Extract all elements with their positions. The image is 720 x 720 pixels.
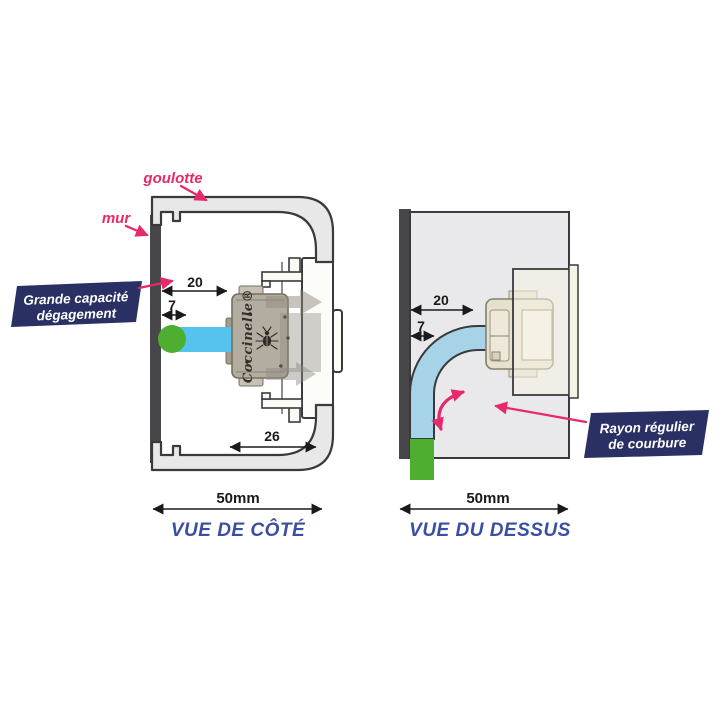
- radius-callout: Rayon régulier de courbure: [494, 401, 709, 458]
- dim-7-label-top: 7: [417, 318, 425, 334]
- mur-label: mur: [102, 210, 132, 227]
- curvature-double-arrow: [431, 389, 465, 431]
- mounting-bracket-top: [261, 257, 303, 288]
- cover-strip-top: [568, 264, 579, 399]
- dim-26-label: 26: [264, 428, 280, 444]
- dimension-7-side: 7: [161, 297, 187, 321]
- wall-strip: [150, 215, 161, 463]
- capacity-callout-box: [11, 281, 142, 327]
- radius-callout-line2: de courbure: [608, 435, 687, 452]
- cable-end-top: [410, 439, 434, 480]
- dimension-20-top: 20: [410, 292, 474, 316]
- dim-20-label-top: 20: [433, 292, 449, 308]
- dim-20-label: 20: [187, 274, 203, 290]
- top-view: 20 7 50mm Rayon régulier de courbure VUE…: [399, 209, 709, 541]
- dim-50mm-label-top: 50mm: [466, 490, 509, 507]
- goulotte-bottom-arm: [150, 403, 335, 472]
- ladybug-icon: [245, 312, 290, 368]
- mur-pointer-arrow: [124, 224, 149, 237]
- dimension-50mm-top: 50mm: [399, 490, 569, 515]
- dim-7-label: 7: [168, 297, 176, 313]
- dimension-20-side: 20: [161, 274, 228, 297]
- side-view: Coccinelle® 20: [11, 170, 343, 541]
- dimension-26-side: 26: [229, 428, 317, 453]
- dim-50mm-label: 50mm: [216, 490, 259, 507]
- side-view-caption: VUE DE CÔTÉ: [171, 519, 306, 541]
- mounting-bracket-bottom: [261, 392, 303, 423]
- cover-side-bump: [332, 309, 343, 373]
- dimension-50mm-side: 50mm: [152, 490, 323, 515]
- cover-pane-top: [512, 268, 571, 396]
- goulotte-label: goulotte: [142, 170, 202, 187]
- capacity-pointer-arrow: [137, 276, 174, 290]
- slide-direction-ghost: [266, 289, 322, 386]
- capacity-callout-line1: Grande capacité: [23, 289, 129, 308]
- coccinelle-module: Coccinelle®: [231, 285, 290, 387]
- wall-strip-top: [399, 209, 411, 459]
- goulotte-pointer-arrow: [179, 184, 208, 202]
- capacity-callout-line2: dégagement: [36, 306, 116, 324]
- curved-cable: [409, 325, 488, 440]
- radius-pointer-arrow: [494, 401, 588, 424]
- radius-callout-box: [584, 410, 709, 458]
- dimension-7-top: 7: [410, 318, 435, 342]
- radius-callout-line1: Rayon régulier: [599, 419, 695, 436]
- top-view-caption: VUE DU DESSUS: [409, 520, 571, 541]
- capacity-callout: Grande capacité dégagement: [11, 276, 174, 327]
- cable-end: [158, 325, 186, 353]
- brand-label: Coccinelle®: [241, 289, 256, 383]
- goulotte-top-arm: [150, 195, 335, 264]
